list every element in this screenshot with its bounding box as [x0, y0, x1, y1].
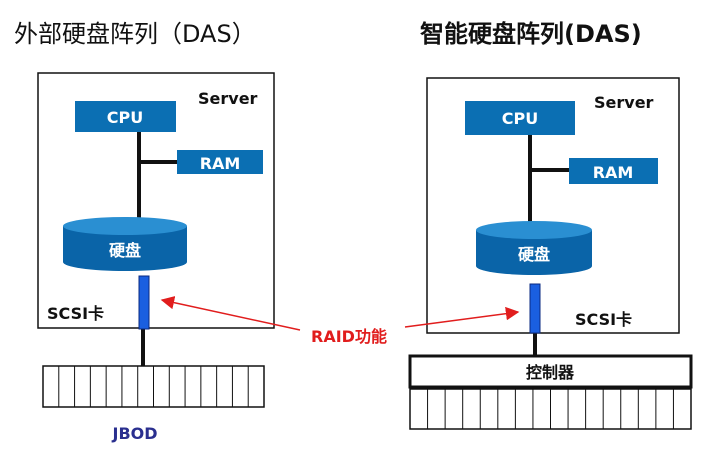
right-scsi-label: SCSI卡 [575, 310, 632, 329]
right-disk-label: 硬盘 [518, 245, 550, 264]
left-scsi-card [138, 275, 150, 330]
left-cpu-label: CPU [107, 108, 143, 127]
right-cpu-box [465, 101, 575, 135]
raid-function-label: RAID功能 [311, 327, 387, 346]
right-disk-icon [476, 221, 592, 275]
controller-box [408, 354, 693, 389]
left-ram-box [177, 150, 263, 174]
jbod-slot-dividers [58, 366, 249, 407]
left-scsi-label: SCSI卡 [47, 304, 104, 323]
controller-label: 控制器 [526, 363, 575, 382]
smart-array-slot-dividers [427, 389, 674, 429]
jbod-label: JBOD [111, 424, 157, 443]
left-disk-label: 硬盘 [109, 241, 141, 260]
left-server-label: Server [198, 89, 258, 108]
left-cpu-box [75, 101, 176, 132]
right-ram-box [569, 158, 658, 184]
right-title: 智能硬盘阵列(DAS) [420, 20, 642, 48]
raid-annotation: RAID功能 [160, 295, 520, 346]
raid-arrow-right [404, 306, 520, 328]
raid-arrow-left [160, 295, 301, 331]
right-server-label: Server [594, 93, 654, 112]
right-ram-label: RAM [593, 163, 634, 182]
left-diagram: 外部硬盘阵列（DAS） Server CPU RAM 硬盘 SCSI卡 JBOD [14, 20, 275, 443]
left-ram-label: RAM [200, 154, 241, 173]
right-cpu-label: CPU [502, 109, 538, 128]
right-diagram: 智能硬盘阵列(DAS) Server CPU RAM 硬盘 SCSI卡 控制器 [408, 20, 693, 430]
left-disk-icon [63, 217, 187, 271]
right-scsi-card [529, 283, 541, 334]
left-title: 外部硬盘阵列（DAS） [14, 20, 256, 48]
